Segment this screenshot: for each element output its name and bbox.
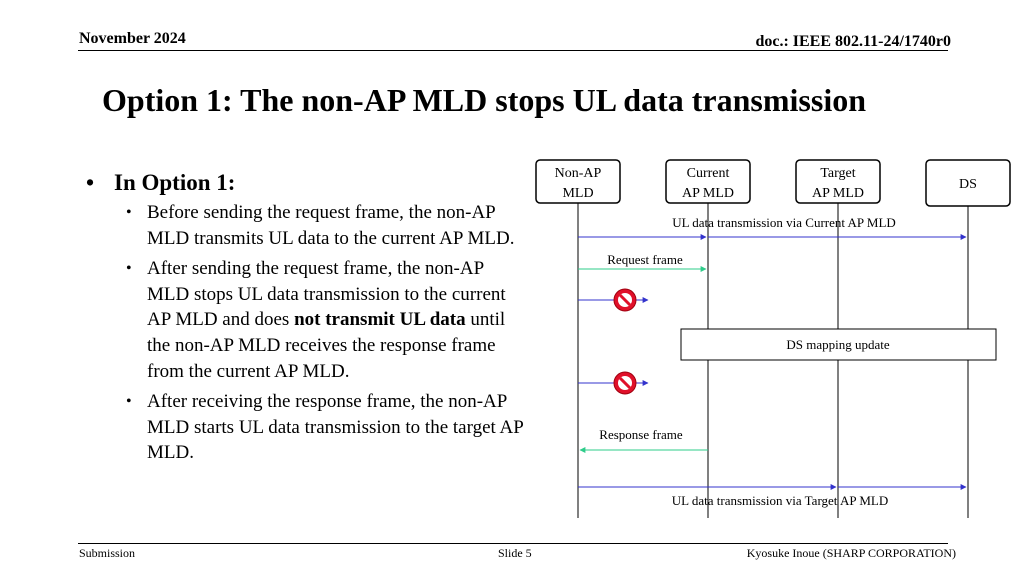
ds-mapping-update-label: DS mapping update bbox=[786, 337, 889, 352]
bullet-item-text-post: until the non-AP MLD receives the respon… bbox=[147, 309, 506, 382]
entity-label-line2: AP MLD bbox=[812, 186, 864, 201]
entity-target-ap-mld: Target AP MLD bbox=[795, 159, 881, 204]
bullet-item: • Before sending the request frame, the … bbox=[86, 200, 526, 251]
bullet-main: • In Option 1: bbox=[86, 170, 526, 196]
entity-label-line1: Current bbox=[687, 166, 730, 181]
bullet-item-text-pre: After sending the request frame, the non… bbox=[147, 258, 506, 331]
bullet-dot-icon: • bbox=[86, 170, 95, 195]
message-request-frame: Request frame bbox=[578, 252, 707, 272]
entity-label-line2: AP MLD bbox=[682, 186, 734, 201]
footer-divider bbox=[78, 543, 948, 544]
no-entry-icon bbox=[613, 288, 637, 312]
bullet-item: • After receiving the response frame, th… bbox=[86, 389, 526, 466]
message-ul-data-current: UL data transmission via Current AP MLD bbox=[578, 215, 967, 240]
footer-submission: Submission bbox=[79, 546, 136, 560]
no-entry-icon bbox=[613, 371, 637, 395]
blocked-ul-transmission bbox=[578, 288, 649, 312]
bullet-item-text-bold: not transmit UL data bbox=[294, 309, 466, 331]
bullet-dot-icon: • bbox=[126, 260, 132, 278]
blocked-ul-transmission bbox=[578, 371, 649, 395]
ds-mapping-update-box: DS mapping update bbox=[680, 328, 997, 361]
entity-current-ap-mld: Current AP MLD bbox=[665, 159, 751, 204]
bullet-item-text: Before sending the request frame, the no… bbox=[147, 202, 515, 249]
bullet-dot-icon: • bbox=[126, 393, 132, 411]
entity-non-ap-mld: Non-AP MLD bbox=[535, 159, 621, 204]
entity-label-line2: MLD bbox=[562, 186, 593, 201]
bullet-list: • In Option 1: • Before sending the requ… bbox=[86, 170, 526, 471]
entity-label-line1: Target bbox=[820, 166, 855, 181]
bullet-item: • After sending the request frame, the n… bbox=[86, 256, 526, 384]
bullet-dot-icon: • bbox=[126, 204, 132, 221]
entity-label-line1: DS bbox=[959, 177, 977, 192]
footer-author: Kyosuke Inoue (SHARP CORPORATION) bbox=[746, 546, 956, 560]
message-ul-data-target: UL data transmission via Target AP MLD bbox=[578, 484, 967, 508]
header-doc-id: doc.: IEEE 802.11-24/1740r0 bbox=[755, 33, 951, 50]
message-response-frame: Response frame bbox=[579, 427, 708, 453]
entity-label-line1: Non-AP bbox=[555, 166, 602, 181]
message-label: UL data transmission via Target AP MLD bbox=[672, 493, 888, 508]
message-label: Response frame bbox=[599, 427, 683, 442]
message-label: Request frame bbox=[607, 252, 683, 267]
slide-title: Option 1: The non-AP MLD stops UL data t… bbox=[102, 82, 866, 118]
bullet-item-text: After receiving the response frame, the … bbox=[147, 391, 524, 464]
header-date: November 2024 bbox=[79, 30, 186, 47]
footer-slide-number: Slide 5 bbox=[498, 546, 532, 560]
header-divider bbox=[78, 50, 948, 51]
bullet-main-text: In Option 1: bbox=[114, 170, 236, 195]
entity-ds: DS bbox=[925, 159, 1011, 207]
message-label: UL data transmission via Current AP MLD bbox=[672, 215, 896, 230]
